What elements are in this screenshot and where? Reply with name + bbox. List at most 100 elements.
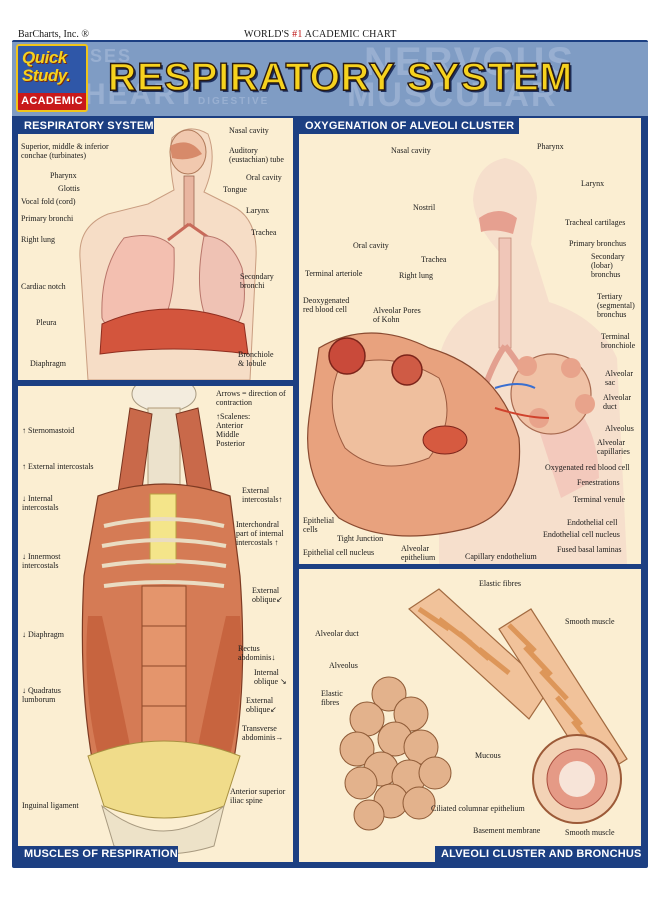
label-larynx: Larynx (246, 206, 270, 215)
label-internal-oblique: Internal oblique ↘ (254, 668, 287, 686)
label-ext-intercostals-left: ↑ External intercostals (22, 462, 94, 471)
label-int-intercostals: ↓ Internal intercostals (22, 494, 59, 512)
label-primary-bronchi: Primary bronchi (21, 214, 74, 223)
label-trachea-2: Trachea (421, 255, 447, 264)
label-oral-cavity: Oral cavity (246, 173, 282, 182)
muscles-illustration (81, 386, 244, 855)
label-quadratus: ↓ Quadratus lumborum (22, 686, 61, 704)
label-ext-oblique-1: External oblique↙ (252, 586, 283, 604)
label-elastic-fibres: Elastic fibres (321, 689, 343, 707)
label-terminal-arteriole: Terminal arteriole (305, 269, 363, 278)
alveoli-illustration (339, 588, 628, 831)
ghost-word-ses: SES (90, 46, 133, 66)
ghost-word-digestive: DIGESTIVE (198, 96, 270, 107)
panel-respiratory-system: RESPIRATORY SYSTEM Nasal cavity Superior… (18, 118, 293, 380)
publisher-name: BarCharts, Inc. ® (18, 29, 89, 40)
label-sternomastoid: ↑ Sternomastoid (22, 426, 75, 435)
logo-line-1: Quick (22, 48, 67, 67)
label-right-lung: Right lung (21, 235, 56, 244)
label-tertiary-bronchus: Tertiary (segmental) bronchus (597, 292, 635, 319)
label-alveolus-2: Alveolus (329, 661, 358, 670)
label-epithelial-nucleus: Epithelial cell nucleus (303, 548, 375, 557)
label-oxygenated-rbc: Oxygenated red blood cell (545, 463, 630, 472)
quick-study-logo: Quick Study. ACADEMIC (16, 44, 88, 112)
label-innermost: ↓ Innermost intercostals (22, 552, 61, 570)
label-diaphragm-2: ↓ Diaphragm (22, 630, 64, 639)
label-fused-basal: Fused basal laminas (557, 545, 622, 554)
label-terminal-bronchiole: Terminal bronchiole (601, 332, 636, 350)
label-bronchiole-lobule: Bronchiole & lobule (238, 350, 274, 368)
panel-oxygenation: OXYGENATION OF ALVEOLI CLUSTER Nasal cav… (299, 118, 641, 564)
panel-alveoli-cluster: Elastic fibres Smooth muscle Alveolar du… (299, 569, 641, 862)
label-pleura: Pleura (36, 318, 57, 327)
label-capillary-endothelium: Capillary endothelium (465, 552, 537, 561)
label-tongue: Tongue (223, 185, 247, 194)
label-pharynx-2: Pharynx (537, 142, 564, 151)
label-pharynx: Pharynx (50, 171, 77, 180)
top-strip (0, 0, 660, 40)
label-glottis: Glottis (58, 184, 80, 193)
label-alveolar-sac: Alveolar sac (605, 369, 633, 387)
label-tracheal-cartilages: Tracheal cartilages (565, 218, 626, 227)
label-alveolar-epithelium: Alveolar epithelium (401, 544, 436, 562)
label-scalenes: ↑Scalenes: Anterior Middle Posterior (216, 412, 251, 448)
label-epithelial-cells: Epithelial cells (303, 516, 335, 534)
label-vocal-fold: Vocal fold (cord) (21, 197, 76, 206)
label-endothelial-cell: Endothelial cell (567, 518, 618, 527)
tagline-number: #1 (292, 29, 303, 40)
label-ext-oblique-2: External oblique↙ (246, 696, 277, 714)
label-nasal-cavity-2: Nasal cavity (391, 146, 431, 155)
label-auditory-tube: Auditory (eustachian) tube (229, 146, 284, 164)
label-nostril: Nostril (413, 203, 436, 212)
panel-title-alveoli: ALVEOLI CLUSTER AND BRONCHUS (435, 846, 641, 862)
label-terminal-venule: Terminal venule (573, 495, 626, 504)
label-conchae: Superior, middle & inferior conchae (tur… (21, 142, 109, 160)
label-ciliated: Ciliated columnar epithelium (431, 804, 525, 813)
panel-title-oxygenation: OXYGENATION OF ALVEOLI CLUSTER (299, 118, 519, 134)
label-anterior-superior: Anterior superior iliac spine (230, 787, 286, 805)
panel-title-respiratory: RESPIRATORY SYSTEM (18, 118, 154, 134)
label-basement-membrane: Basement membrane (473, 826, 541, 835)
oxygenation-illustration (307, 158, 627, 564)
label-ext-intercostals-right: External intercostals↑ (242, 486, 283, 504)
label-elastic-fibres-top: Elastic fibres (479, 579, 521, 588)
label-alveolar-duct: Alveolar duct (603, 393, 631, 411)
label-secondary-bronchi: Secondary bronchi (240, 272, 274, 290)
label-transverse: Transverse abdominis→ (242, 724, 284, 742)
label-secondary-bronchus: Secondary (lobar) bronchus (591, 252, 625, 279)
label-nasal-cavity: Nasal cavity (229, 126, 269, 135)
logo-line-2: Study. (22, 66, 71, 85)
tagline: WORLD'S #1 ACADEMIC CHART (244, 29, 397, 40)
logo-band: ACADEMIC (18, 93, 86, 110)
page-title: RESPIRATORY SYSTEM (107, 55, 574, 99)
label-larynx-2: Larynx (581, 179, 605, 188)
respiratory-illustration (79, 128, 257, 380)
label-smooth-muscle-top: Smooth muscle (565, 617, 615, 626)
label-oral-cavity-2: Oral cavity (353, 241, 389, 250)
label-right-lung-2: Right lung (399, 271, 434, 280)
tagline-suffix: ACADEMIC CHART (302, 29, 397, 40)
label-trachea: Trachea (251, 228, 277, 237)
label-rectus: Rectus abdominis↓ (238, 644, 276, 662)
label-diaphragm: Diaphragm (30, 359, 66, 368)
header-banner: NERVOUS MUSCULAR HEART DIGESTIVE SES (12, 42, 648, 116)
panel-title-muscles: MUSCLES OF RESPIRATION (18, 846, 178, 862)
label-smooth-muscle-bottom: Smooth muscle (565, 828, 615, 837)
label-tight-junction: Tight Junction (337, 534, 384, 543)
label-primary-bronchus: Primary bronchus (569, 239, 627, 248)
ghost-word-heart: HEART (84, 78, 198, 111)
label-alveolar-capillaries: Alveolar capillaries (597, 438, 630, 456)
tagline-prefix: WORLD'S (244, 29, 293, 40)
label-arrows-legend: Arrows = direction of contraction (216, 389, 286, 407)
label-alveolar-pores: Alveolar Pores of Kohn (373, 306, 421, 324)
label-mucous: Mucous (475, 751, 501, 760)
label-cardiac-notch: Cardiac notch (21, 282, 66, 291)
label-interchondral: Interchondral part of internal intercost… (236, 520, 284, 547)
ghost-word-nervous: NERVOUS (364, 42, 576, 84)
label-inguinal: Inguinal ligament (22, 801, 79, 810)
label-alveolus: Alveolus (605, 424, 634, 433)
ghost-word-muscular: MUSCULAR (347, 76, 558, 114)
panel-muscles: Arrows = direction of contraction ↑Scale… (18, 386, 293, 862)
label-endothelial-nucleus: Endothelial cell nucleus (543, 530, 620, 539)
label-alveolar-duct-2: Alveolar duct (315, 629, 359, 638)
